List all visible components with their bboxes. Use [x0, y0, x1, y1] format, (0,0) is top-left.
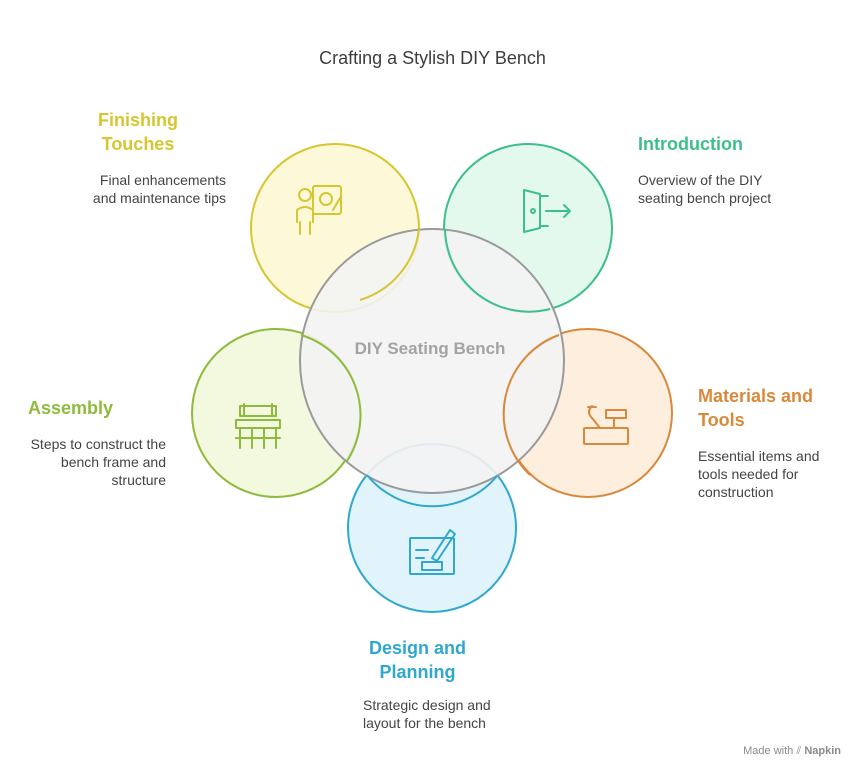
- footer-made-with: Made with: [743, 745, 794, 757]
- footer-brand: Napkin: [804, 745, 841, 757]
- desc-finishing: Final enhancements and maintenance tips: [92, 172, 226, 206]
- heading-introduction: Introduction: [638, 134, 743, 154]
- desc-assembly: Steps to construct the bench frame and s…: [30, 436, 166, 488]
- napkin-logo-icon: ⫽: [796, 745, 802, 757]
- desc-design: Strategic design and layout for the benc…: [363, 697, 491, 731]
- bench-icon: [235, 403, 281, 449]
- heading-materials: Materials and Tools: [698, 386, 814, 430]
- center-label: DIY Seating Bench: [354, 339, 506, 358]
- heading-design: Design and Planning: [368, 638, 466, 682]
- toolbox-icon: [583, 405, 629, 445]
- footer-credit: Made with ⫽ Napkin: [743, 745, 841, 758]
- heading-assembly: Assembly: [28, 398, 114, 418]
- center-circle: [299, 228, 565, 494]
- desc-materials: Essential items and tools needed for con…: [698, 448, 820, 500]
- painter-icon: [296, 185, 342, 235]
- door-exit-icon: [523, 189, 571, 233]
- diagram-title: Crafting a Stylish DIY Bench: [319, 48, 546, 68]
- heading-finishing: Finishing Touches: [98, 110, 178, 154]
- blueprint-icon: [409, 529, 456, 575]
- desc-introduction: Overview of the DIY seating bench projec…: [638, 172, 772, 206]
